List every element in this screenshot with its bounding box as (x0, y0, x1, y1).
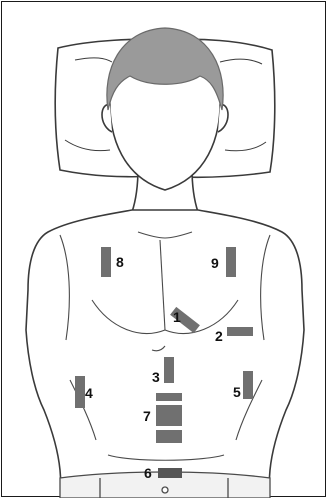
label-9: 9 (211, 255, 219, 271)
electrode-6 (158, 468, 182, 478)
electrode-2 (227, 327, 253, 336)
electrode-4 (75, 376, 85, 408)
label-7: 7 (143, 408, 151, 424)
torso (26, 210, 304, 498)
label-3: 3 (152, 369, 160, 385)
electrode-3 (164, 357, 174, 383)
label-1: 1 (173, 309, 181, 325)
electrode-7 (156, 393, 182, 443)
electrode-9 (226, 247, 236, 277)
label-6: 6 (144, 465, 152, 481)
electrode-8 (101, 247, 111, 277)
label-8: 8 (116, 254, 124, 270)
label-2: 2 (215, 328, 223, 344)
label-5: 5 (233, 384, 241, 400)
electrode-5 (243, 371, 253, 399)
label-4: 4 (85, 385, 93, 401)
